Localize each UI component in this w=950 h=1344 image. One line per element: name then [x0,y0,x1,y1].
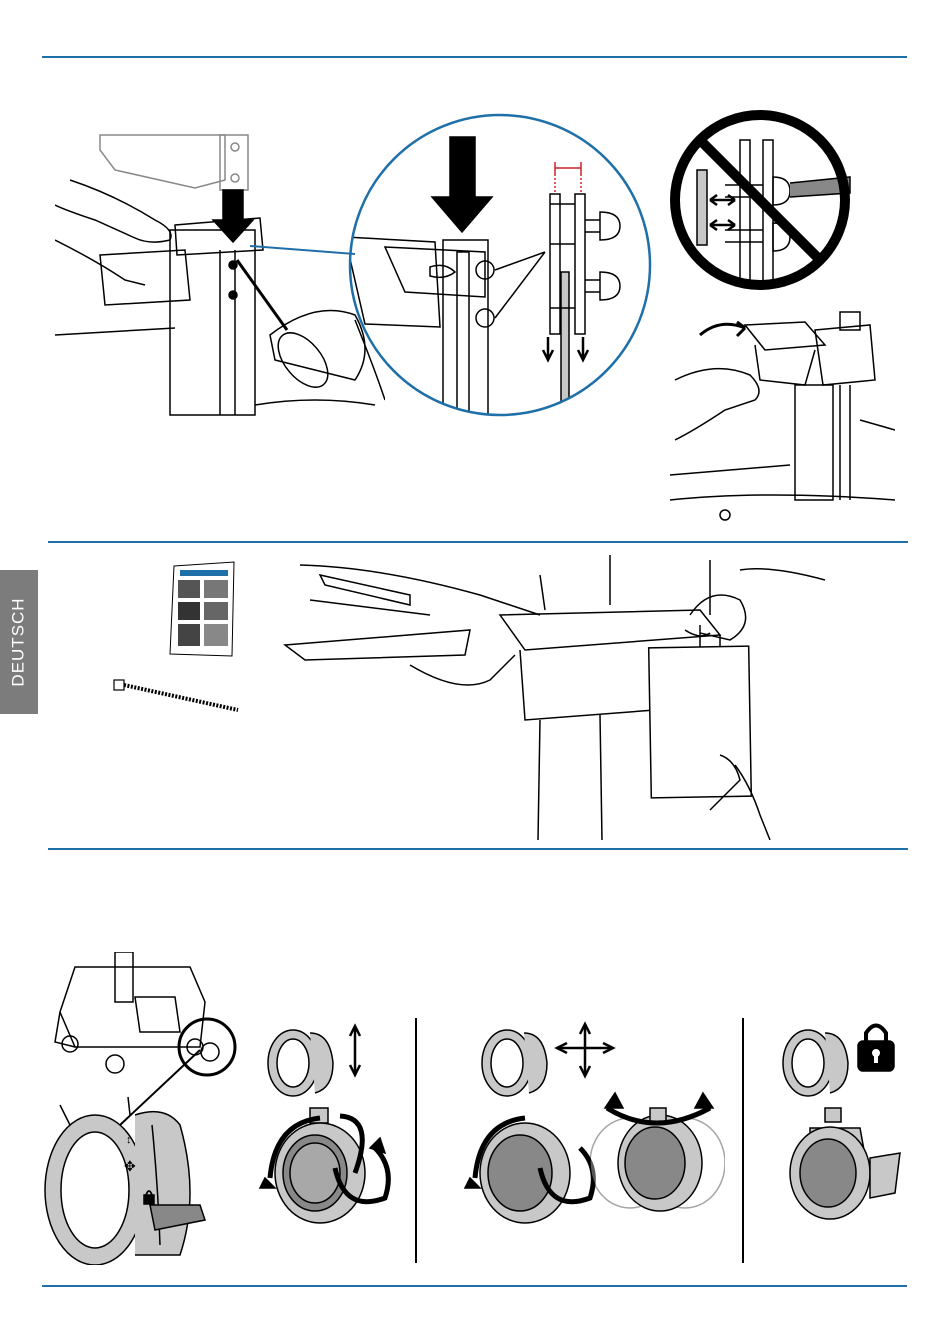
caster-swivel [255,1008,395,1238]
top-rule [42,56,907,58]
down-arrow-icon [213,190,253,242]
leader-line [250,240,360,260]
column-divider-1 [415,1018,417,1263]
section-rule-2 [48,848,908,850]
caster-locked [770,1008,920,1238]
screwdriver-icon [269,324,338,396]
magnifier-circle [345,112,660,417]
column-divider-2 [742,1018,744,1263]
mount-head-illustration [55,110,385,420]
caster-detail: ↕ ✥ [40,1095,210,1265]
caster-free [445,1008,725,1238]
svg-text:↕: ↕ [126,1134,132,1146]
tilt-arrow-icon [700,322,745,336]
prohibited-icon [665,105,855,295]
cable-tie-icon [112,676,242,716]
lock-icon [858,1026,894,1072]
hang-card-illustration [280,555,830,840]
svg-text:✥: ✥ [124,1158,136,1174]
bottom-rule [42,1285,907,1287]
manual-document-icon [168,560,238,660]
tilt-head-illustration [665,300,895,525]
language-tab-label: DEUTSCH [9,597,29,686]
language-tab: DEUTSCH [0,570,38,714]
section-rule-1 [48,541,908,543]
